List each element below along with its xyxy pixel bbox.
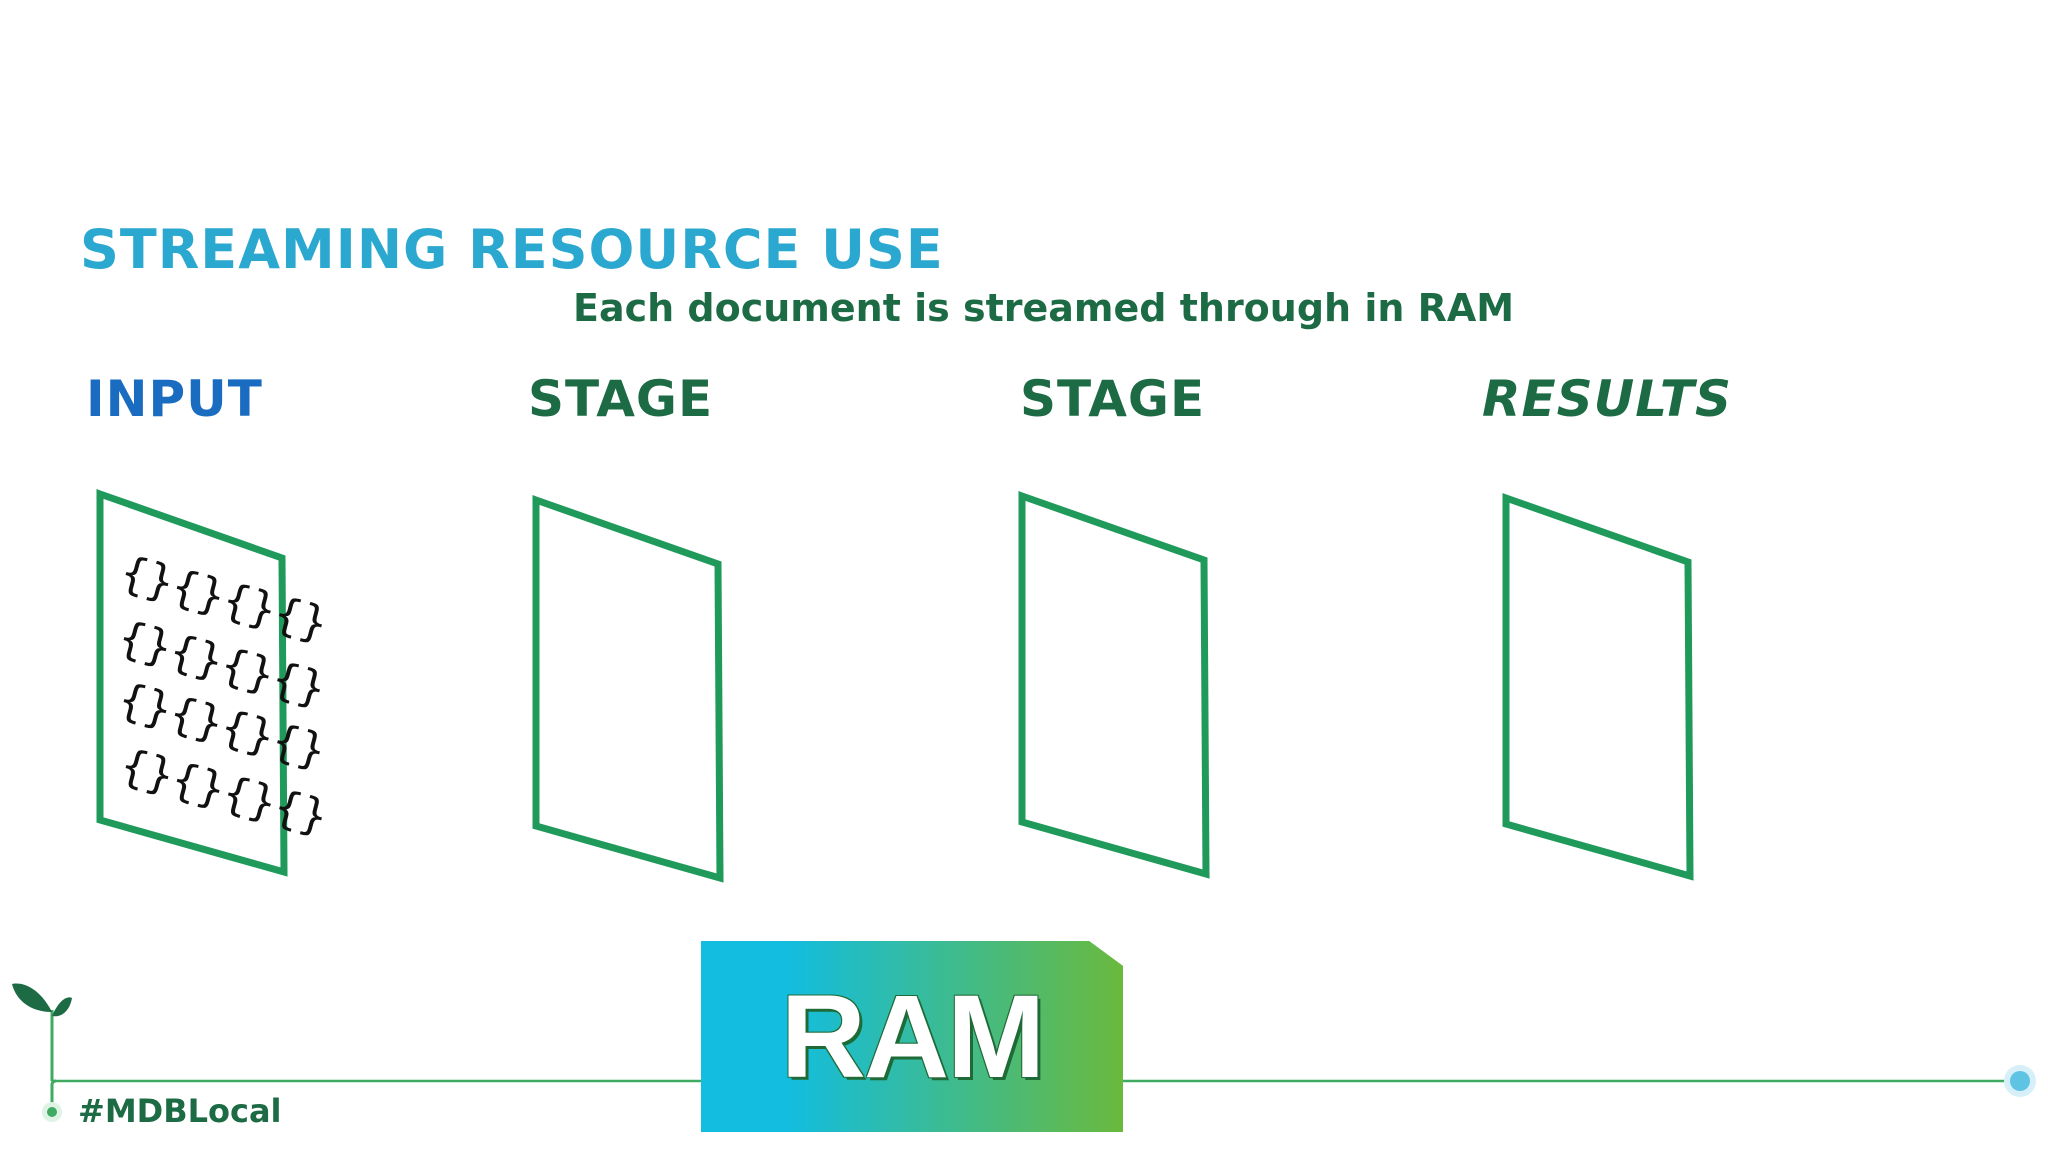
slide-subtitle: Each document is streamed through in RAM <box>573 286 1515 330</box>
stage-frame-stage-2 <box>1018 491 1210 879</box>
stage-label-results: RESULTS <box>1482 370 1732 428</box>
stage-frame-input <box>96 489 288 877</box>
ram-label: RAM <box>780 970 1046 1103</box>
slide-title: STREAMING RESOURCE USE <box>80 218 944 281</box>
ram-block: RAM <box>701 941 1123 1132</box>
stage-label-input: INPUT <box>86 370 263 428</box>
stage-label-stage-2: STAGE <box>1020 370 1206 428</box>
hashtag: #MDBLocal <box>78 1092 282 1130</box>
sprout-leaf-right <box>52 997 72 1017</box>
stage-label-stage-1: STAGE <box>528 370 714 428</box>
sprout-leaf-left <box>12 983 52 1012</box>
sprout-stem <box>50 1010 57 1108</box>
input-documents: {}{}{}{} {}{}{}{} {}{}{}{} {}{}{}{} <box>113 546 333 843</box>
stage-frame-stage-1 <box>532 495 724 883</box>
timeline-end-node-core <box>2010 1071 2030 1091</box>
stage-frame-results <box>1502 493 1694 881</box>
timeline-start-node-core <box>47 1107 57 1117</box>
